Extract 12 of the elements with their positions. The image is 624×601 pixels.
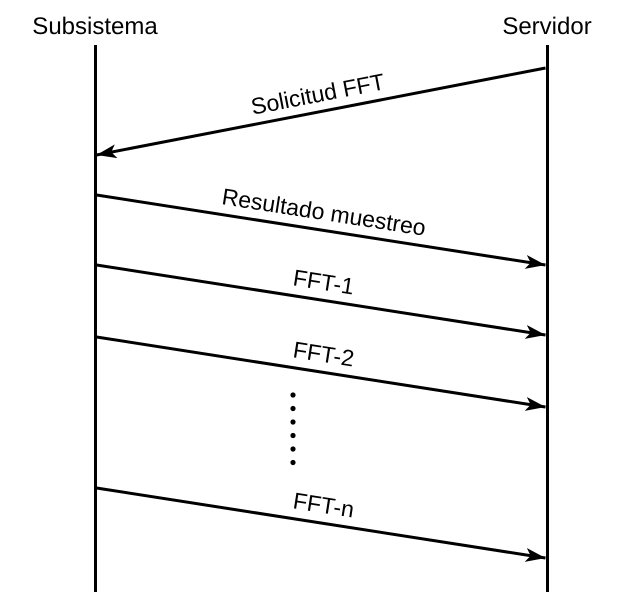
lifeline-header: Subsistema xyxy=(32,13,158,41)
edge-label: FFT-1 xyxy=(292,264,356,300)
edge-label: Resultado muestreo xyxy=(220,184,428,241)
message-arrow xyxy=(96,264,546,339)
edge-label: Solicitud FFT xyxy=(248,68,387,120)
message-arrow xyxy=(96,194,546,269)
edge-label: FFT-2 xyxy=(292,336,356,372)
edge-label: FFT-n xyxy=(292,488,356,523)
message-arrow xyxy=(96,486,546,562)
message-arrow xyxy=(96,66,546,158)
lifeline-header: Servidor xyxy=(502,13,592,41)
message-arrow xyxy=(96,336,546,411)
